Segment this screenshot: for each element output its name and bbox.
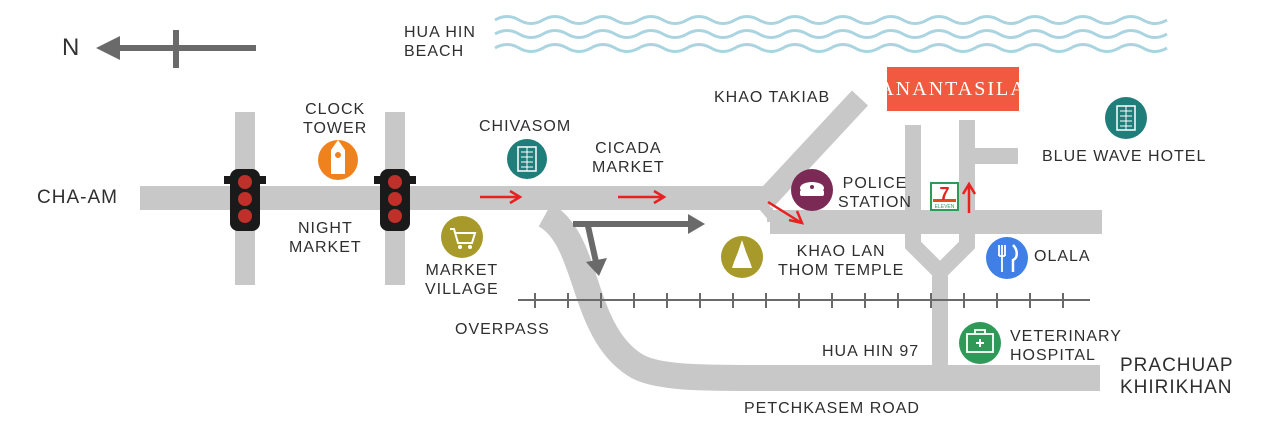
clock-tower-icon [318, 140, 358, 180]
svg-text:ELEVEN: ELEVEN [935, 204, 955, 210]
route-arrows [480, 181, 977, 225]
police-cap-icon [791, 169, 833, 211]
khao-takiab-label: KHAO TAKIAB [714, 89, 831, 106]
traffic-light-icon [224, 169, 266, 231]
traffic-light-icon [374, 169, 416, 231]
petchkasem-road-label: PETCHKASEM ROAD [744, 400, 920, 417]
svg-text:7: 7 [939, 184, 949, 204]
anantasila-label: ANANTASILA [879, 67, 1025, 111]
blue-wave-hotel-label: BLUE WAVE HOTEL [1042, 148, 1207, 165]
north-label: N [62, 34, 80, 61]
olala-label: OLALA [1034, 248, 1091, 265]
fork-knife-icon [986, 237, 1028, 279]
overpass-arrows [573, 214, 705, 276]
temple-icon [721, 236, 763, 278]
side-road-left [905, 125, 946, 278]
hua-hin-97-label: HUA HIN 97 [822, 343, 920, 360]
railway [518, 293, 1090, 308]
shopping-cart-icon [441, 216, 483, 258]
cha-am-label: CHA-AM [37, 187, 118, 208]
chivasom-hotel-icon [507, 139, 547, 179]
north-arrow [96, 30, 256, 68]
petchkasem-road [537, 203, 1100, 391]
overpass-label: OVERPASS [455, 321, 550, 338]
blue-wave-hotel-icon [1105, 97, 1147, 139]
sea-waves [494, 15, 1168, 53]
seven-eleven-icon: 7 ELEVEN [930, 182, 959, 211]
chivasom-label: CHIVASOM [479, 118, 572, 135]
khao-takiab-road [756, 90, 869, 208]
hospital-icon [959, 322, 1001, 364]
